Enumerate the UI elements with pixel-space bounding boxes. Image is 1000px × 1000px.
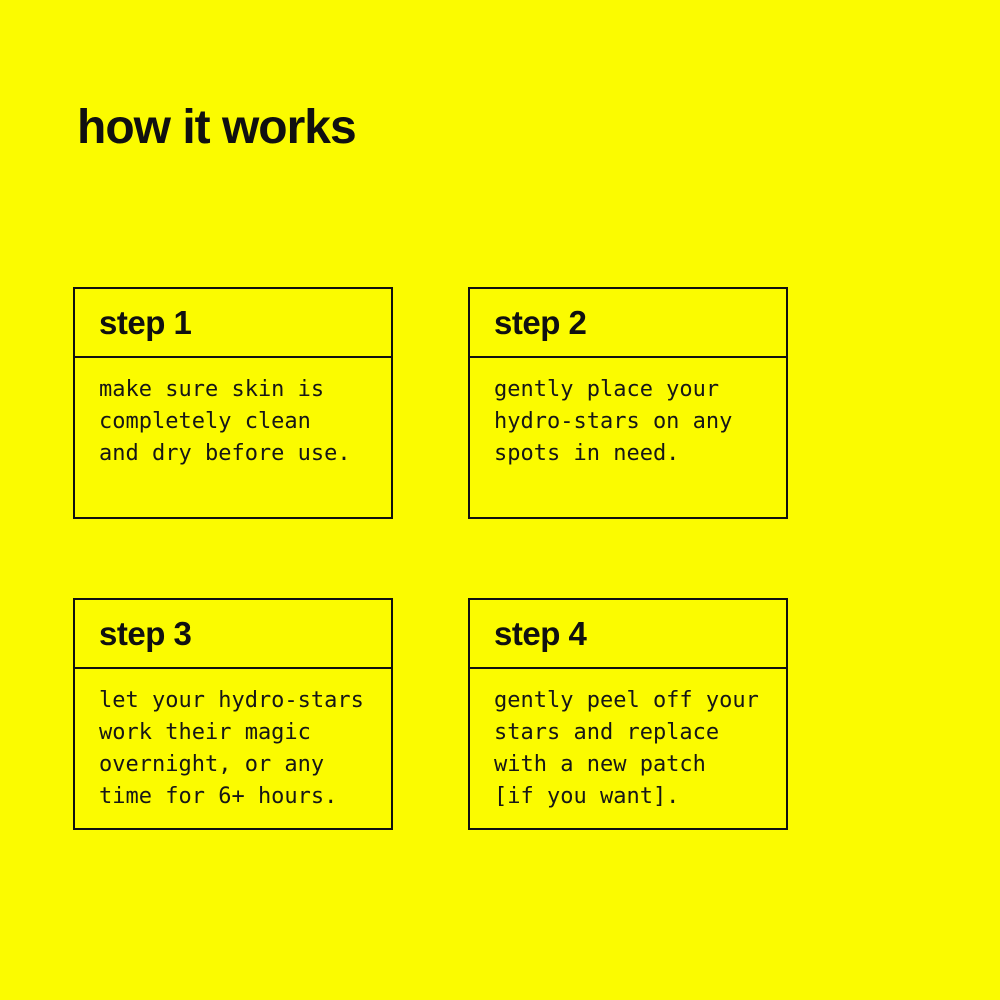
step-4-label: step 4: [494, 614, 587, 652]
step-card-2: step 2 gently place your hydro-stars on …: [468, 287, 788, 519]
step-card-3-header: step 3: [75, 600, 391, 669]
step-card-1: step 1 make sure skin is completely clea…: [73, 287, 393, 519]
step-4-body: gently peel off your stars and replace w…: [494, 688, 759, 809]
step-1-body: make sure skin is completely clean and d…: [99, 377, 351, 466]
step-2-body: gently place your hydro-stars on any spo…: [494, 377, 733, 466]
step-card-4: step 4 gently peel off your stars and re…: [468, 598, 788, 830]
page-title: how it works: [77, 101, 357, 154]
step-1-label: step 1: [99, 303, 192, 341]
step-card-1-header: step 1: [75, 289, 391, 358]
step-3-label: step 3: [99, 614, 192, 652]
step-card-3: step 3 let your hydro-stars work their m…: [73, 598, 393, 830]
step-card-2-header: step 2: [470, 289, 786, 358]
step-card-4-header: step 4: [470, 600, 786, 669]
step-3-body: let your hydro-stars work their magic ov…: [99, 688, 364, 809]
step-2-label: step 2: [494, 303, 587, 341]
